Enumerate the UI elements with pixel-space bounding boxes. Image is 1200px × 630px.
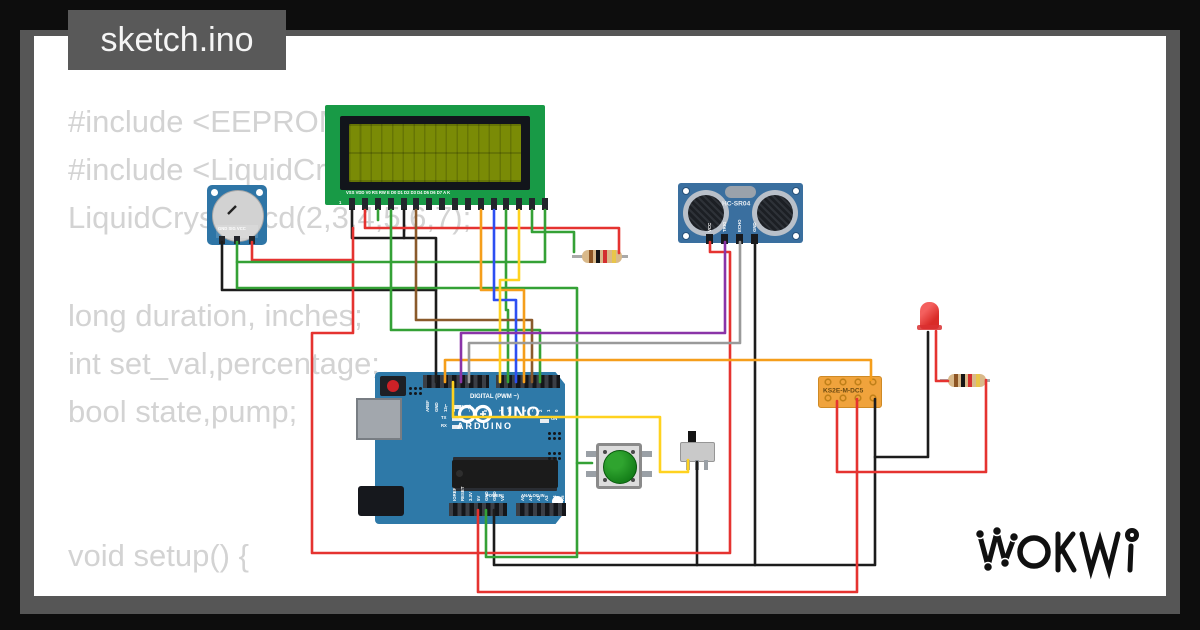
arduino-model-label: UNO	[500, 403, 541, 422]
arduino-brand-label: ARDUINO	[457, 421, 513, 431]
relay-label: KS2E-M-DC5	[823, 387, 864, 395]
wokwi-logo-icon	[974, 525, 1139, 580]
arduino-pin-label: 1	[547, 409, 552, 412]
arduino-header-digital-left[interactable]	[423, 375, 489, 388]
code-line: long duration, inches;	[68, 298, 363, 333]
pot-hole-icon	[211, 189, 218, 196]
lcd-pin1-label: 1	[339, 201, 342, 206]
sonar-transducer	[752, 190, 798, 236]
arduino-pin-label: 2	[539, 409, 544, 412]
lcd-pin-labels: VSS VDD V0 RS RW E D0 D1 D2 D3 D4 D5 D6 …	[346, 191, 451, 196]
sonar-crystal	[725, 186, 756, 198]
arduino-led-on-label: ON	[551, 417, 558, 422]
wokwi-logo: WOKWI	[972, 522, 1157, 585]
arduino-pin-label: ~9	[476, 407, 481, 412]
lcd-screen	[349, 124, 521, 182]
slide-switch[interactable]	[680, 442, 715, 462]
arduino-pin-label: A5	[561, 495, 566, 501]
pushbutton[interactable]	[596, 443, 642, 489]
arduino-pin-label: 8	[484, 409, 489, 412]
arduino-pin-label: ~10	[468, 404, 473, 412]
arduino-icsp-icon	[548, 452, 551, 455]
arduino-power-jack	[358, 486, 404, 516]
code-line: int set_val,percentage;	[68, 346, 380, 381]
sonar-label: HC-SR04	[722, 200, 751, 208]
sonar-hole-icon	[792, 187, 800, 195]
arduino-pin-label: GND	[485, 491, 490, 501]
arduino-pin-label: 3.3V	[469, 492, 474, 501]
arduino-pin-label: AREF	[426, 400, 431, 412]
pot-hole-icon	[256, 189, 263, 196]
arduino-pin-label: A3	[545, 495, 550, 501]
resistor-led[interactable]	[948, 374, 986, 387]
sonar-pin-label: ECHO	[738, 219, 743, 232]
resistor-lcd-backlight[interactable]	[582, 250, 622, 263]
pot-pin[interactable]	[234, 236, 240, 244]
relay-module[interactable]: KS2E-M-DC5	[818, 376, 882, 408]
potentiometer[interactable]: GND SIG VCC	[207, 185, 267, 245]
sonar-pin-gnd[interactable]	[751, 234, 758, 244]
arduino-pin-label: RESET	[461, 486, 466, 501]
switch-pin	[704, 460, 708, 470]
sonar-pin-label: VCC	[708, 222, 713, 232]
sonar-pin-label: TRIG	[723, 221, 728, 232]
arduino-reset-button[interactable]	[380, 376, 406, 396]
arduino-pin-label: 4	[523, 409, 528, 412]
arduino-icsp-icon	[548, 432, 551, 435]
code-line: bool state,pump;	[68, 394, 298, 429]
arduino-header-power[interactable]	[449, 503, 507, 516]
arduino-digital-label: DIGITAL (PWM ~)	[470, 393, 519, 400]
sonar-pin-echo[interactable]	[736, 234, 743, 244]
pot-pin[interactable]	[249, 236, 255, 244]
sonar-hole-icon	[682, 187, 690, 195]
arduino-mcu-chip	[452, 460, 558, 488]
pot-pin[interactable]	[219, 236, 225, 244]
sonar-transducer	[683, 190, 729, 236]
pushbutton-cap[interactable]	[603, 450, 637, 484]
arduino-header-digital-right[interactable]	[496, 375, 560, 388]
sonar-hole-icon	[792, 232, 800, 240]
arduino-pin-label: 13	[444, 407, 449, 412]
arduino-pin-label: A2	[537, 495, 542, 501]
switch-pin	[695, 460, 699, 470]
arduino-pin-label: GND	[493, 491, 498, 501]
arduino-usb-port	[356, 398, 402, 440]
sketch-tab[interactable]: sketch.ino	[68, 10, 286, 70]
arduino-pin-label: 7	[499, 409, 504, 412]
arduino-pin-label: ~6	[507, 407, 512, 412]
arduino-pin-label: A0	[521, 495, 526, 501]
arduino-pin-label: A1	[529, 495, 534, 501]
arduino-pin-label: A4	[553, 495, 558, 501]
arduino-pin-label: ~5	[515, 407, 520, 412]
sonar-pin-vcc[interactable]	[706, 234, 713, 244]
sonar-pin-label: GND	[753, 222, 758, 232]
arduino-pin-label: ~11	[460, 404, 465, 412]
arduino-pin-label: 12	[452, 407, 457, 412]
switch-pin	[686, 460, 690, 470]
lcd1602[interactable]: VSS VDD V0 RS RW E D0 D1 D2 D3 D4 D5 D6 …	[325, 105, 556, 206]
arduino-header-analog[interactable]	[516, 503, 566, 516]
arduino-led-on	[540, 419, 549, 423]
arduino-icsp-icon	[409, 387, 412, 390]
sonar-hole-icon	[682, 232, 690, 240]
arduino-pin-label: ~3	[531, 407, 536, 412]
sonar-pin-trig[interactable]	[721, 234, 728, 244]
arduino-led-rx-label: RX	[441, 424, 447, 429]
arduino-pin-label: IOREF	[453, 487, 458, 501]
arduino-pin-label: GND	[435, 402, 440, 412]
arduino-pin-label: Vin	[501, 494, 506, 501]
pot-pin-labels: GND SIG VCC	[218, 227, 246, 232]
arduino-pin-label: 0	[555, 409, 560, 412]
led-red[interactable]	[920, 302, 939, 329]
arduino-pin-label: 5V	[477, 495, 482, 501]
ultrasonic-sensor[interactable]: HC-SR04	[678, 183, 803, 244]
pot-indicator-icon	[227, 205, 237, 215]
led-flange	[917, 325, 942, 330]
lcd-pin16-label: 16	[551, 201, 556, 206]
code-line: LiquidCrystal lcd(2,3,4,5,6,7);	[68, 200, 472, 235]
code-line: void setup() {	[68, 538, 249, 573]
arduino-led-tx-label: TX	[441, 416, 447, 421]
